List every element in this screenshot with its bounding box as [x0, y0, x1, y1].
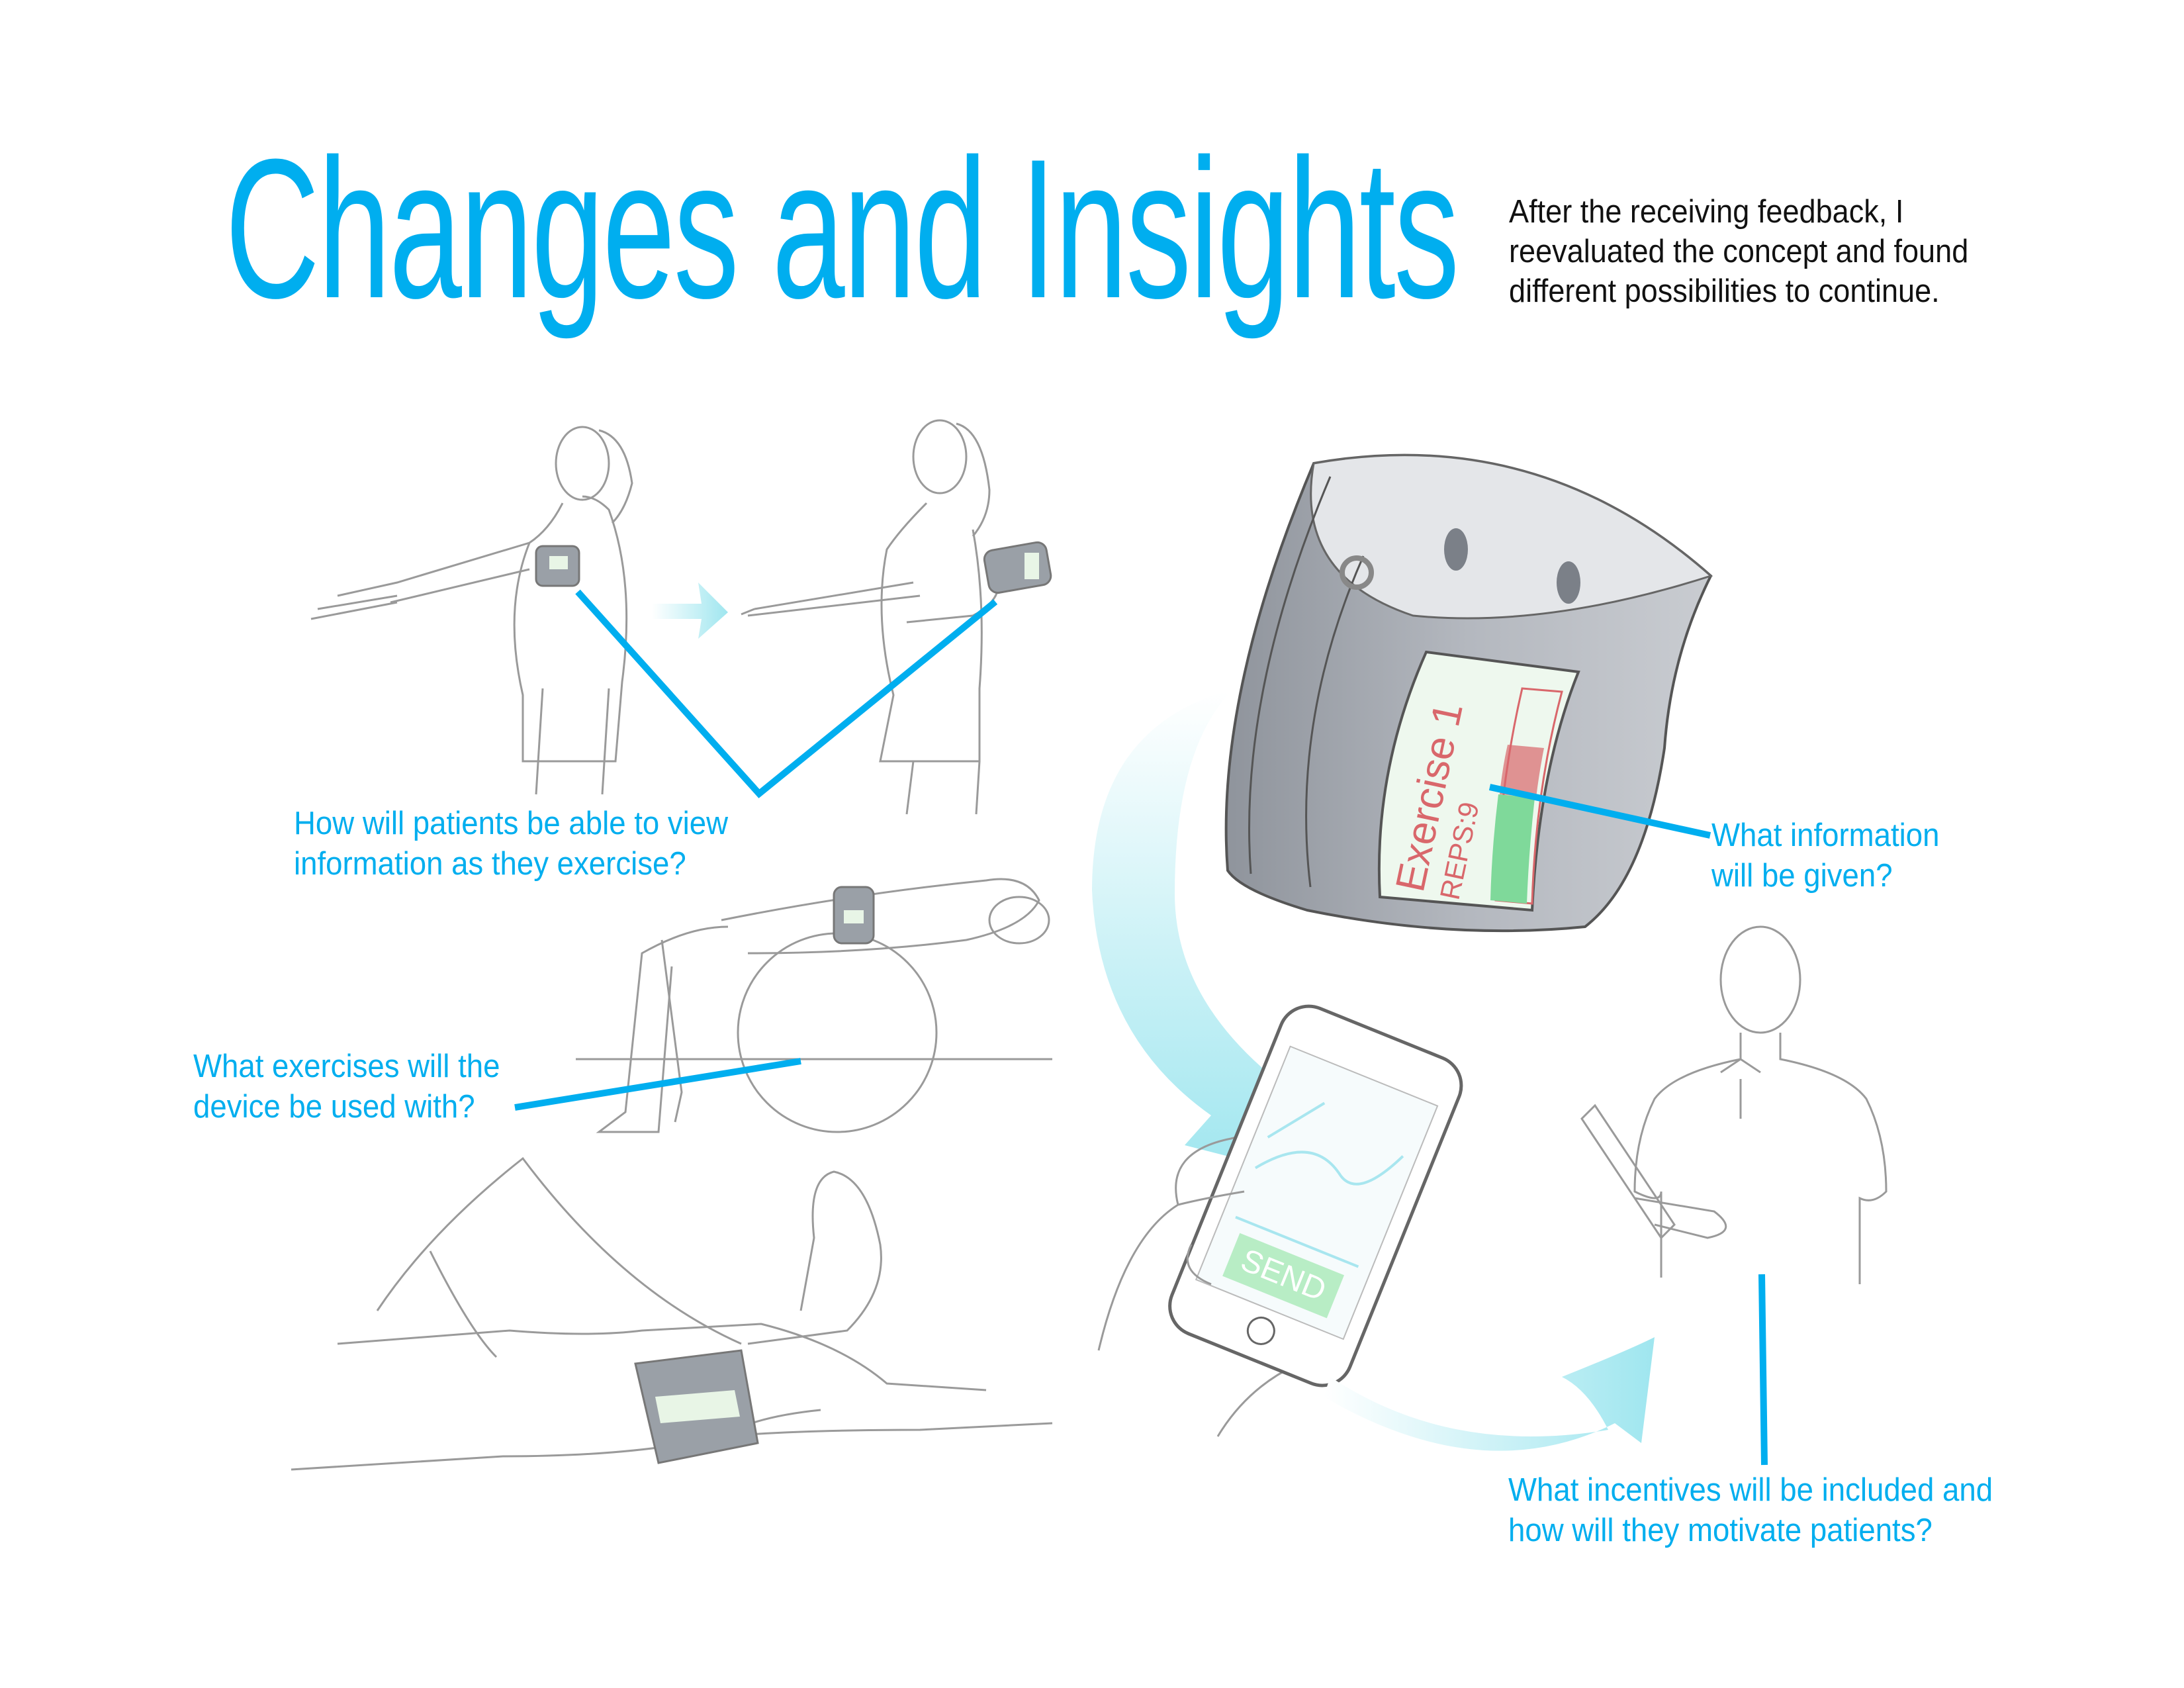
- page-title: Changes and Insights: [225, 117, 1459, 340]
- callout-lines: [514, 589, 1768, 1466]
- device-progress-fill: [1490, 794, 1535, 904]
- figure-therapist: [1580, 925, 1888, 1284]
- intro-line: different possibilities to continue.: [1509, 273, 1940, 309]
- question-line: What exercises will the: [193, 1049, 500, 1084]
- phone-illustration: SEND: [1097, 1004, 1463, 1437]
- question-line: how will they motivate patients?: [1508, 1513, 1933, 1548]
- intro-line: After the receiving feedback, I: [1509, 194, 1904, 230]
- question-line: How will patients be able to view: [294, 806, 729, 841]
- armband-device-illustration: Exercise 1 REPS:9: [1224, 453, 1713, 933]
- question-line: device be used with?: [193, 1089, 475, 1125]
- flow-arrow-right: [1324, 1337, 1655, 1451]
- question-exercises: What exercises will the device be used w…: [193, 1047, 500, 1127]
- figure-knee-raise: [291, 1156, 1053, 1471]
- question-view-info: How will patients be able to view inform…: [294, 804, 728, 884]
- question-line: What incentives will be included and: [1508, 1472, 1993, 1508]
- question-info-given: What information will be given?: [1711, 816, 1939, 896]
- callout-line-exercises: [514, 1058, 801, 1111]
- figure-ball-bridge: [576, 878, 1052, 1133]
- question-line: will be given?: [1711, 858, 1893, 894]
- question-line: What information: [1711, 818, 1940, 853]
- transition-arrow: [652, 583, 728, 639]
- question-line: information as they exercise?: [294, 846, 686, 882]
- intro-line: reevaluated the concept and found: [1509, 234, 1969, 269]
- flow-arrow-down: [1092, 692, 1327, 1182]
- callout-line-view-info: [575, 589, 998, 798]
- callout-line-incentives: [1758, 1274, 1768, 1466]
- callout-line-info-given: [1488, 784, 1711, 839]
- figure-standing-arms-bent: [741, 419, 1052, 815]
- figure-standing-arms-extended: [310, 426, 633, 795]
- question-incentives: What incentives will be included and how…: [1508, 1470, 1993, 1551]
- intro-paragraph: After the receiving feedback, I reevalua…: [1509, 192, 2118, 311]
